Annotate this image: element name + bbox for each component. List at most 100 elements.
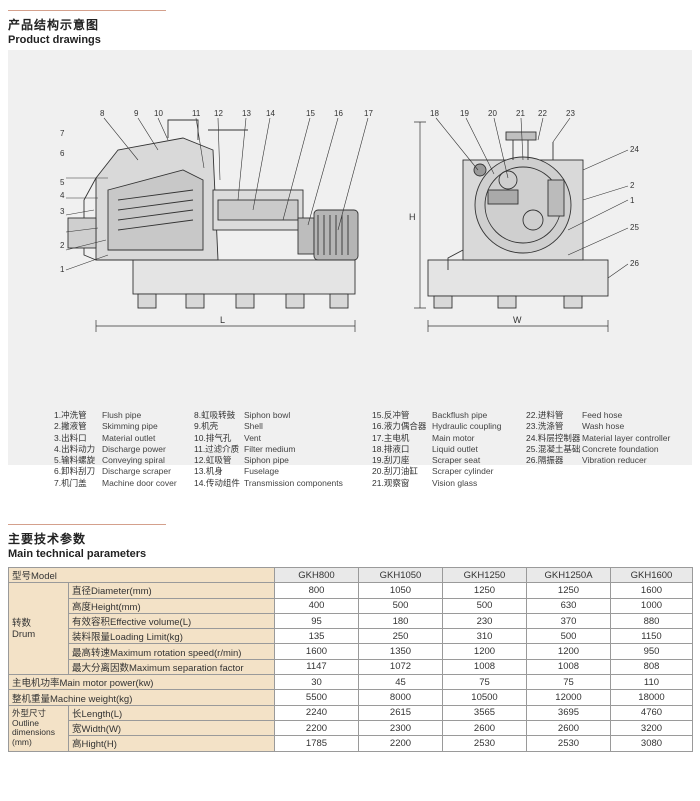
side-number: 1 (630, 196, 635, 205)
product-drawing: 1 2 3 4 5 6 7 8 9 10 11 12 13 14 15 16 1… (60, 109, 639, 332)
legend-en: Siphon bowl (244, 410, 291, 420)
front-number: 15 (306, 109, 315, 118)
legend-cn: 12.虹吸管 (194, 455, 232, 466)
table-cell: 1350 (358, 643, 443, 660)
front-number: 8 (100, 109, 105, 118)
front-number: 1 (60, 265, 65, 274)
legend-en: Scraper seat (432, 455, 481, 466)
legend-item: 21.观察窗 Vision glass (372, 478, 501, 489)
model-name: GKH800 (274, 566, 359, 584)
technical-parameters-table: 型号Model GKH800 GKH1050 GKH1250 GKH1250A … (8, 566, 693, 752)
table-cell: 800 (274, 582, 359, 599)
table-cell: 500 (526, 628, 611, 645)
table-cell: 1000 (610, 597, 693, 614)
legend-cn: 15.反冲管 (372, 410, 410, 420)
table-cell: 880 (610, 612, 693, 630)
table-cell: 3200 (610, 719, 693, 737)
row-label: 高度Height(mm) (68, 597, 275, 614)
table-row: 主电机功率Main motor power(kw) 30 45 75 75 11… (8, 674, 693, 691)
table-cell: 310 (442, 628, 527, 645)
legend-cn: 21.观察窗 (372, 477, 410, 488)
table-row: 转数 Drum 直径Diameter(mm) 800 1050 1250 125… (8, 582, 693, 676)
legend-en: Vision glass (432, 477, 478, 488)
front-number: 5 (60, 178, 65, 187)
legend-en: Vent (244, 432, 262, 443)
legend-cn: 18.排液口 (372, 443, 410, 454)
table-cell: 4760 (610, 704, 693, 721)
legend-en: Discharge scraper (102, 466, 171, 477)
legend-cn: 16.液力偶合器 (372, 421, 427, 432)
row-label: 直径Diameter(mm) (68, 582, 275, 599)
legend-item: 23.洗涤管 Wash hose (526, 421, 670, 432)
legend-en: Concrete foundation (582, 443, 659, 454)
legend-en: Conveying spiral (102, 455, 165, 466)
table-cell: 10500 (442, 689, 527, 706)
params-title-en: Main technical parameters (8, 548, 147, 560)
table-header-row: 型号Model GKH800 GKH1050 GKH1250 GKH1250A … (8, 566, 693, 584)
table-cell: 1008 (442, 658, 527, 676)
table-cell: 135 (274, 628, 359, 645)
table-cell: 1200 (526, 643, 611, 660)
legend-en: Feed hose (582, 410, 623, 420)
front-number: 14 (266, 109, 275, 118)
table-cell: 630 (526, 597, 611, 614)
table-cell: 110 (610, 674, 693, 691)
legend-cn: 24.料层控制器 (526, 432, 581, 443)
row-label: 高Hight(H) (68, 735, 275, 752)
front-number: 16 (334, 109, 343, 118)
top-rule (8, 10, 166, 11)
legend-cn: 13.机身 (194, 466, 223, 477)
row-label: 最大分离因数Maximum separation factor (68, 658, 275, 676)
side-number: 22 (538, 109, 547, 118)
table-row: 高度Height(mm) 400 500 500 630 1000 (9, 597, 693, 614)
table-cell: 95 (274, 612, 359, 630)
legend-cn: 23.洗涤管 (526, 421, 564, 432)
table-cell: 2300 (358, 719, 443, 737)
product-drawing-panel: 1 2 3 4 5 6 7 8 9 10 11 12 13 14 15 16 1… (8, 50, 692, 488)
legend-cn: 26.隔振器 (526, 455, 564, 466)
legend-cn: 9.机壳 (194, 421, 219, 432)
legend-cn: 7.机门盖 (54, 477, 87, 488)
legend-en: Filter medium (244, 443, 296, 454)
table-cell: 250 (358, 628, 443, 645)
drawings-title-cn: 产品结构示意图 (8, 18, 100, 32)
legend-cn: 6.卸料刮刀 (54, 466, 96, 477)
table-cell: 1050 (358, 582, 443, 599)
table-row: 宽Width(W) 2200 2300 2600 2600 3200 (9, 719, 693, 737)
table-cell: 2530 (442, 735, 527, 752)
table-cell: 2530 (526, 735, 611, 752)
table-cell: 500 (442, 597, 527, 614)
table-cell: 12000 (526, 689, 611, 706)
table-cell: 1600 (274, 643, 359, 660)
legend-en: Wash hose (582, 421, 625, 432)
section-rule (8, 524, 166, 525)
table-row: 最高转速Maximum rotation speed(r/min) 1600 1… (9, 643, 693, 660)
legend-en: Backflush pipe (432, 410, 488, 420)
legend-en: Transmission components (244, 477, 343, 488)
row-label: 有效容积Effective volume(L) (68, 612, 275, 630)
legend-en: Hydraulic coupling (432, 421, 502, 432)
side-view (414, 117, 629, 332)
legend-en: Material layer controller (582, 432, 671, 443)
legend-en: Siphon pipe (244, 455, 289, 466)
legend-en: Scraper cylinder (432, 466, 494, 477)
table-row: 高Hight(H) 1785 2200 2530 2530 3080 (9, 735, 693, 752)
front-number: 17 (364, 109, 373, 118)
table-cell: 1785 (274, 735, 359, 752)
table-cell: 400 (274, 597, 359, 614)
legend-column-3: 15.反冲管 Backflush pipe 16.液力偶合器 Hydraulic c… (372, 410, 501, 489)
front-number: 9 (134, 109, 139, 118)
table-cell: 2615 (358, 704, 443, 721)
side-number: 18 (430, 109, 439, 118)
table-cell: 30 (274, 674, 359, 691)
table-cell: 2600 (442, 719, 527, 737)
table-cell: 1200 (442, 643, 527, 660)
